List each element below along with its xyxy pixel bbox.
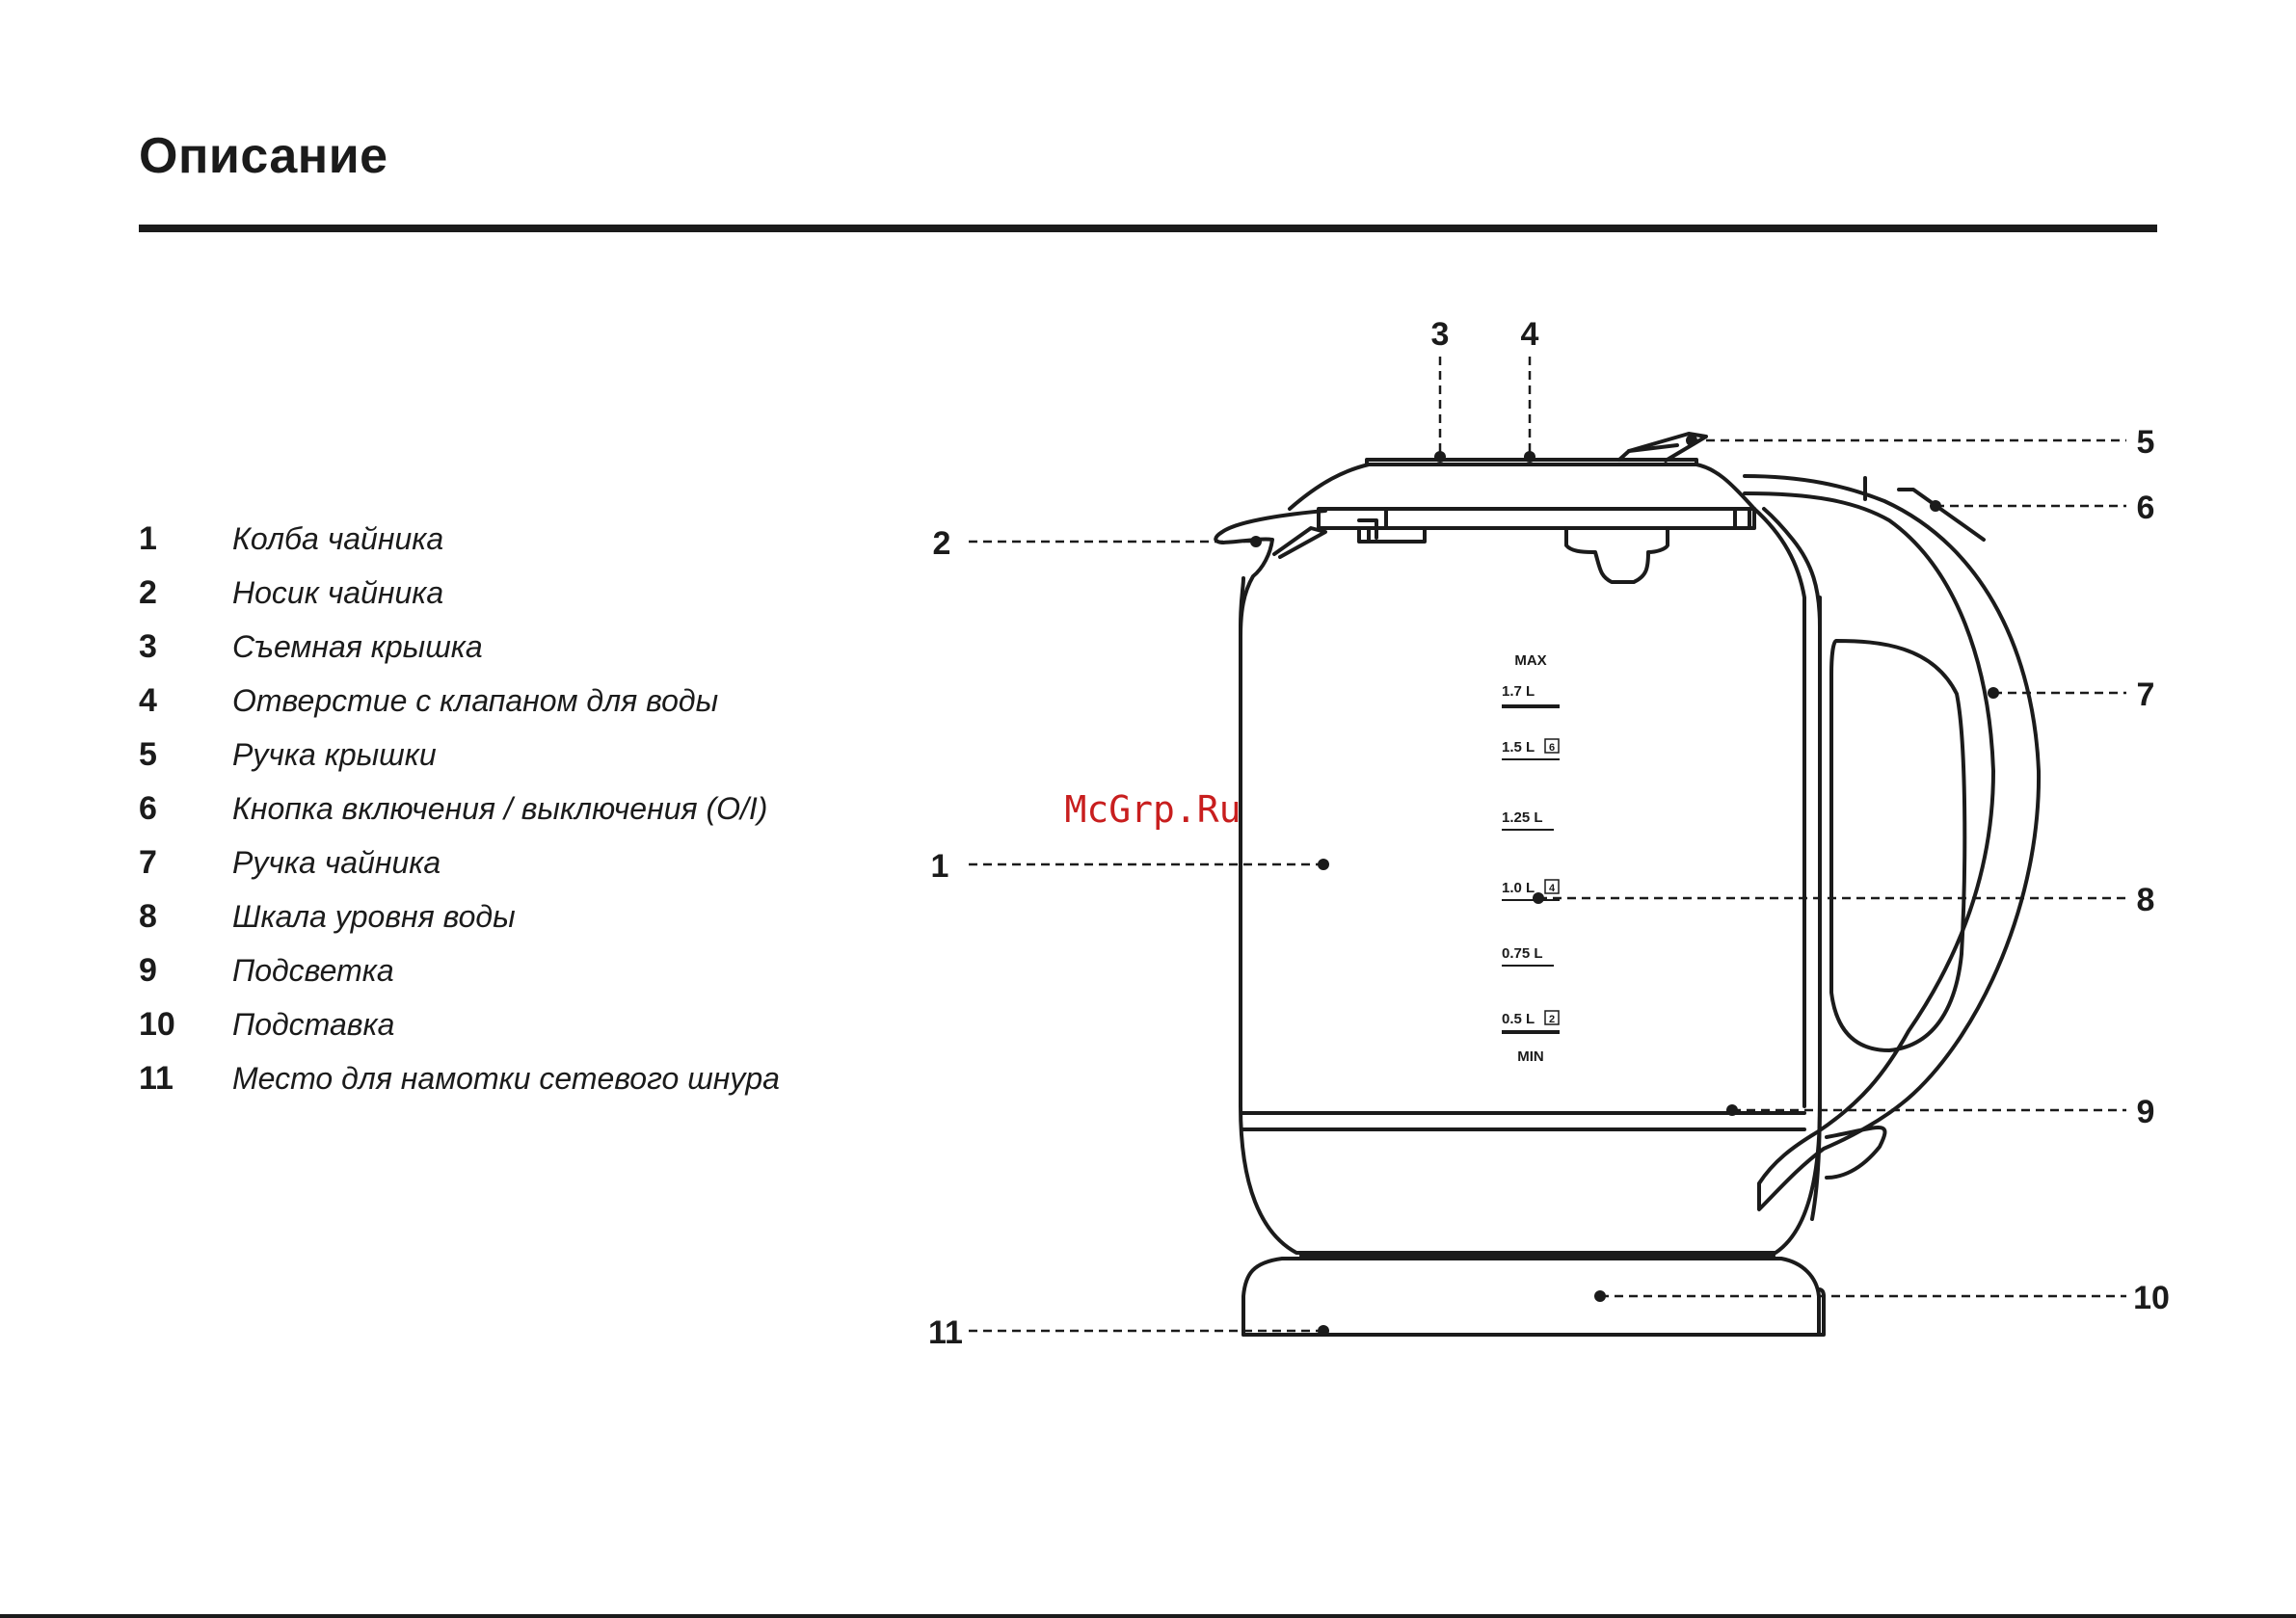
kettle-drawing [1214,432,2042,1337]
part-label: Ручка крышки [232,736,437,772]
part-label: Шкала уровня воды [232,898,516,934]
scale-min-label: MIN [1517,1048,1544,1065]
list-item: 6 Кнопка включения / выключения (O/I) [139,782,780,836]
scale-mark-label: 1.0 L [1502,880,1535,896]
scale-mark-label: 1.25 L [1502,809,1543,826]
leader-dot [1533,892,1544,904]
part-number: 2 [139,573,157,611]
cup-icon [1544,1010,1560,1025]
part-label: Ручка чайника [232,844,441,880]
scale-cup-label: 6 [1549,742,1555,754]
spout-outline [1214,509,1327,638]
callout-1: 1 [931,848,949,885]
callout-2: 2 [933,525,951,562]
leader-lines [969,357,2126,1333]
part-number: 8 [139,897,157,935]
part-number: 3 [139,627,157,665]
callout-8: 8 [2137,882,2155,918]
callout-9: 9 [2137,1094,2155,1130]
leader-dot [1930,500,1941,512]
list-item: 9 Подсветка [139,943,780,997]
cup-icon [1544,879,1560,894]
part-number: 6 [139,789,157,827]
leader-dots [1250,435,1999,1337]
part-number: 10 [139,1005,175,1043]
part-label: Кнопка включения / выключения (O/I) [232,790,768,826]
callout-10: 10 [2133,1280,2170,1316]
scale-cup-label: 2 [1549,1014,1555,1025]
scale-mark-label: 0.75 L [1502,945,1543,962]
part-label: Носик чайника [232,574,444,610]
part-number: 5 [139,735,157,773]
title-divider [139,225,2157,232]
parts-list: 1 Колба чайника 2 Носик чайника 3 Съемная к… [139,512,780,1105]
callout-4: 4 [1521,316,1539,353]
callout-3: 3 [1431,316,1450,353]
part-number: 7 [139,843,157,881]
list-item: 7 Ручка чайника [139,836,780,889]
leader-dot [1686,435,1697,446]
part-label: Съемная крышка [232,628,483,664]
list-item: 11 Место для намотки сетевого шнура [139,1051,780,1105]
callout-7: 7 [2137,676,2155,713]
leader-dot [1318,859,1329,870]
page-title: Описание [139,128,388,184]
scale-cup-label: 4 [1549,883,1556,894]
list-item: 3 Съемная крышка [139,620,780,674]
water-level-scale: MAX 1.7 L 1.5 L 6 1.25 L 1.0 L 4 0.75 L … [1502,652,1560,1065]
part-label: Подсветка [232,952,394,988]
kettle-body-outline [1239,432,1822,1255]
list-item: 2 Носик чайника [139,566,780,620]
callout-11: 11 [928,1314,963,1351]
part-number: 4 [139,681,157,719]
leader-dot [1318,1325,1329,1337]
list-item: 10 Подставка [139,997,780,1051]
part-label: Место для намотки сетевого шнура [232,1060,780,1096]
leader-dot [1594,1290,1606,1302]
list-item: 5 Ручка крышки [139,728,780,782]
list-item: 4 Отверстие с клапаном для воды [139,674,780,728]
watermark: McGrp.Ru [1064,788,1241,831]
part-number: 11 [139,1059,174,1097]
callout-6: 6 [2137,490,2155,526]
leader-dot [1726,1104,1738,1116]
cup-icon [1544,738,1560,754]
scale-max-label: MAX [1514,652,1546,669]
bottom-divider [0,1614,2296,1618]
scale-mark-label: 0.5 L [1502,1011,1535,1027]
scale-mark-label: 1.5 L [1502,739,1535,756]
part-label: Подставка [232,1006,395,1042]
handle-outline [1743,474,2042,1221]
part-label: Отверстие с клапаном для воды [232,682,719,718]
callout-5: 5 [2137,424,2155,461]
list-item: 8 Шкала уровня воды [139,889,780,943]
leader-dot [1988,687,1999,699]
part-label: Колба чайника [232,520,444,556]
callout-numbers: 1 2 3 4 5 6 7 8 9 10 11 [928,316,2170,1351]
list-item: 1 Колба чайника [139,512,780,566]
scale-mark-label: 1.7 L [1502,683,1535,700]
part-number: 1 [139,519,157,557]
leader-dot [1250,536,1262,547]
leader-dot [1434,451,1446,463]
part-number: 9 [139,951,157,989]
leader-dot [1524,451,1535,463]
